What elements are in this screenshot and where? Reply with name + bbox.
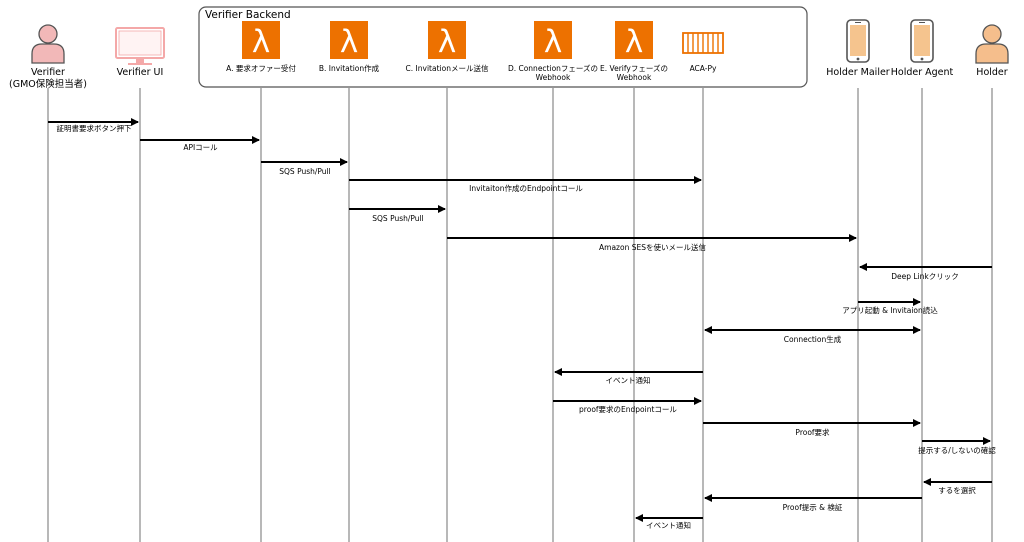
message-label: イベント通知 bbox=[606, 375, 651, 385]
message-label: アプリ起動 & Invitaion読込 bbox=[842, 305, 938, 315]
lambda-icon: λ bbox=[615, 21, 653, 60]
message-label: SQS Push/Pull bbox=[279, 167, 330, 176]
message-label: Deep Linkクリック bbox=[891, 272, 959, 281]
participant-label-lamB: B. Invitation作成 bbox=[319, 63, 380, 73]
container-icon bbox=[682, 32, 724, 54]
lambda-icon: λ bbox=[242, 21, 280, 60]
person-icon bbox=[31, 24, 65, 64]
message-label: SQS Push/Pull bbox=[372, 214, 423, 223]
participant-label-lamD: D. Connectionフェーズの bbox=[508, 63, 598, 73]
message-label: Connection生成 bbox=[784, 334, 842, 344]
message-label: するを選択 bbox=[938, 485, 976, 495]
message-label: Invitaiton作成のEndpointコール bbox=[469, 183, 583, 193]
message-label: Proof提示 & 検証 bbox=[783, 502, 843, 512]
participant-label-holder: Holder bbox=[976, 67, 1007, 78]
participant-label-verifier: (GMO保険担当者) bbox=[9, 78, 87, 90]
participant-label-lamD: Webhook bbox=[536, 73, 571, 82]
participant-label-mailer: Holder Mailer bbox=[826, 67, 890, 78]
participant-label-lamE: Webhook bbox=[617, 73, 652, 82]
participant-label-lamE: E. Verifyフェーズの bbox=[600, 63, 668, 73]
phone-icon bbox=[846, 19, 870, 63]
phone-icon bbox=[910, 19, 934, 63]
svg-text:λ: λ bbox=[438, 24, 456, 60]
svg-text:λ: λ bbox=[340, 24, 358, 60]
svg-text:λ: λ bbox=[252, 24, 270, 60]
participant-label-lamA: A. 要求オファー受付 bbox=[226, 63, 296, 73]
participant-label-aca: ACA-Py bbox=[690, 64, 717, 73]
svg-text:λ: λ bbox=[544, 24, 562, 60]
lambda-icon: λ bbox=[534, 21, 572, 60]
message-label: Proof要求 bbox=[795, 427, 830, 437]
message-label: proof要求のEndpointコール bbox=[579, 404, 677, 414]
lambda-icon: λ bbox=[330, 21, 368, 60]
lambda-icon: λ bbox=[428, 21, 466, 60]
svg-text:λ: λ bbox=[625, 24, 643, 60]
message-label: 提示する/しないの確認 bbox=[918, 445, 996, 455]
message-label: Amazon SESを使いメール送信 bbox=[599, 242, 706, 252]
monitor-icon bbox=[115, 27, 165, 65]
verifier-backend-title: Verifier Backend bbox=[205, 9, 291, 21]
participant-label-ui: Verifier UI bbox=[117, 67, 164, 78]
participant-label-verifier: Verifier bbox=[31, 67, 65, 78]
participant-label-agent: Holder Agent bbox=[891, 67, 954, 78]
participant-label-lamC: C. Invitationメール送信 bbox=[406, 63, 489, 73]
person-icon bbox=[975, 24, 1009, 64]
message-label: イベント通知 bbox=[646, 520, 691, 530]
message-label: APIコール bbox=[183, 143, 218, 152]
message-label: 証明書要求ボタン押下 bbox=[57, 123, 132, 133]
